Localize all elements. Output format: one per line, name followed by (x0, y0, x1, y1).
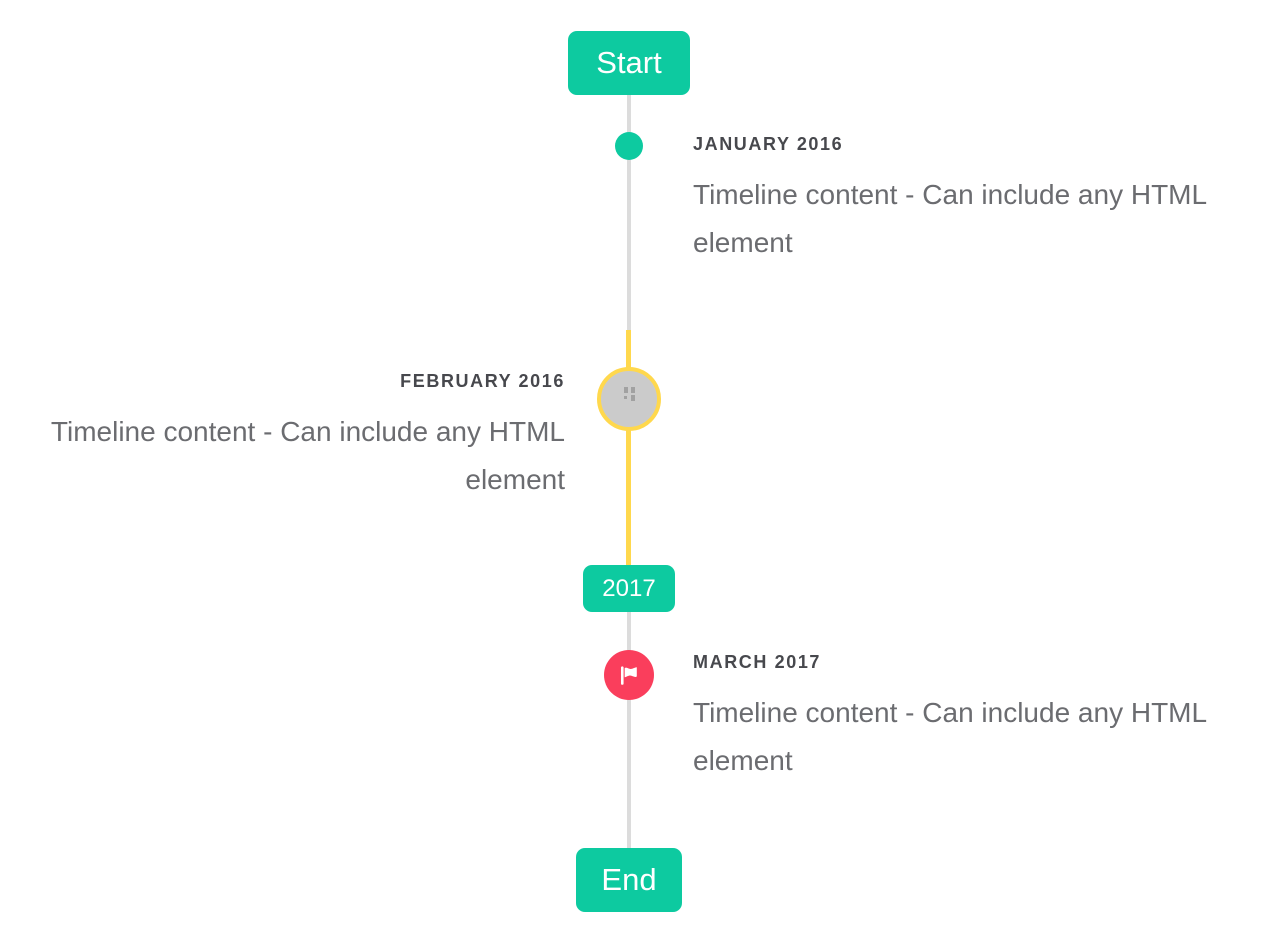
start-badge-label: Start (596, 45, 662, 80)
year-badge: 2017 (583, 565, 675, 612)
year-badge-label: 2017 (602, 574, 656, 602)
timeline-event-march: MARCH 2017 Timeline content - Can includ… (693, 651, 1223, 785)
event-date-label: FEBRUARY 2016 (400, 371, 565, 391)
event-content: Timeline content - Can include any HTML … (693, 179, 1207, 258)
timeline-event-february: FEBRUARY 2016 Timeline content - Can inc… (35, 370, 565, 504)
end-badge: End (576, 848, 682, 912)
start-badge: Start (568, 31, 690, 95)
event-content: Timeline content - Can include any HTML … (50, 416, 565, 495)
event-date-label: MARCH 2017 (693, 652, 822, 672)
flag-icon (616, 662, 642, 688)
timeline-event-january: JANUARY 2016 Timeline content - Can incl… (693, 133, 1223, 267)
event-marker-image-active[interactable] (597, 367, 661, 431)
broken-image-icon (621, 385, 638, 407)
end-badge-label: End (601, 862, 657, 897)
timeline-line-active-segment (626, 330, 631, 567)
event-marker-dot[interactable] (615, 132, 643, 160)
event-date-label: JANUARY 2016 (693, 134, 844, 154)
event-content: Timeline content - Can include any HTML … (693, 697, 1207, 776)
event-marker-flag[interactable] (604, 650, 654, 700)
